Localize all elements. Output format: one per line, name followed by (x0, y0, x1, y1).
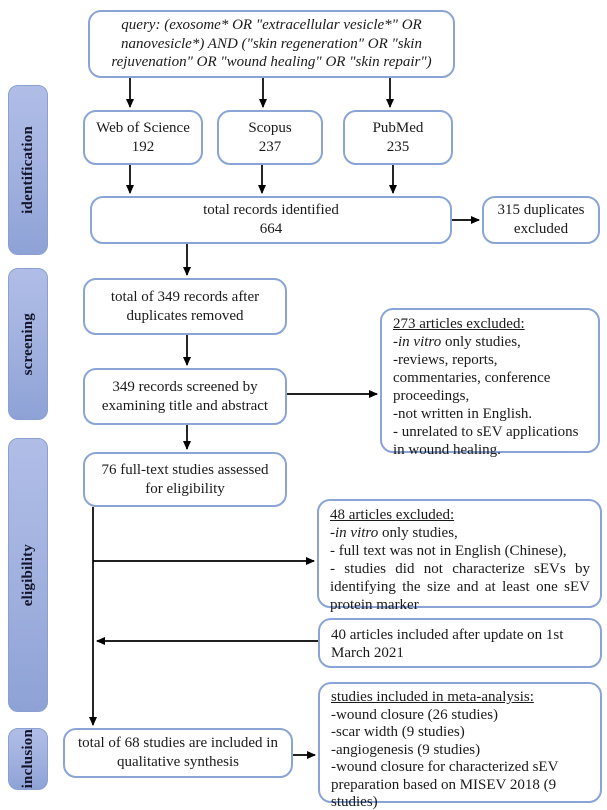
box-meta-analysis: studies included in meta-analysis: -woun… (318, 682, 602, 810)
box-update-included: 40 articles included after update on 1st… (318, 618, 602, 668)
excluded-48-line2: - full text was not in English (Chinese)… (330, 543, 567, 559)
box-pubmed: PubMed 235 (343, 110, 453, 165)
box-fulltext: 76 full-text studies assessed for eligib… (83, 452, 287, 507)
box-total-identified: total records identified 664 (90, 196, 452, 244)
box-excluded-273: 273 articles excluded: -in vitro only st… (380, 308, 600, 458)
stage-screening-label: screening (19, 312, 36, 376)
meta-analysis-item-4: -wound closure for characterized sEV pre… (331, 759, 559, 810)
box-after-duplicates: total of 349 records after duplicates re… (83, 278, 287, 335)
meta-analysis-heading: studies included in meta-analysis: (331, 689, 534, 705)
stage-eligibility-label: eligibility (19, 543, 36, 607)
box-duplicates-excluded: 315 duplicates excluded (482, 196, 600, 244)
excluded-273-heading: 273 articles excluded: (393, 316, 525, 332)
stage-inclusion-label: inclusion (19, 729, 36, 789)
update-included-text: 40 articles included after update on 1st… (331, 627, 564, 661)
pubmed-count: 235 (386, 138, 410, 155)
query-box: query: (exosome* OR "extracellular vesic… (88, 10, 455, 78)
box-excluded-48: 48 articles excluded: -in vitro only stu… (317, 499, 602, 613)
meta-analysis-item-2: -scar width (9 studies) (331, 724, 465, 741)
query-text: query: (exosome* OR "extracellular vesic… (111, 16, 432, 71)
excluded-273-line2: -reviews, reports, commentaries, confere… (393, 352, 551, 404)
excluded-48-heading: 48 articles excluded: (330, 507, 455, 523)
excluded-48-line3: - studies did not characterize sEVs by i… (330, 561, 590, 613)
stage-identification: identification (8, 85, 48, 255)
excluded-273-line1: -in vitro only studies, (393, 334, 521, 350)
fulltext-text: 76 full-text studies assessed for eligib… (101, 461, 269, 497)
excluded-48-line1: -in vitro only studies, (330, 525, 458, 541)
box-scopus: Scopus 237 (217, 110, 323, 165)
box-web-of-science: Web of Science 192 (83, 110, 203, 165)
stage-identification-label: identification (19, 126, 36, 214)
web-of-science-label: Web of Science (96, 119, 190, 136)
total-identified-text: total records identified (203, 202, 339, 219)
excluded-273-line4: - unrelated to sEV applications in wound… (393, 424, 579, 458)
meta-analysis-item-3: -angiogenesis (9 studies) (331, 741, 481, 758)
screened-text: 349 records screened by examining title … (101, 378, 269, 414)
box-screened: 349 records screened by examining title … (83, 368, 287, 425)
box-synthesis: total of 68 studies are included in qual… (63, 728, 293, 778)
pubmed-label: PubMed (372, 119, 424, 136)
after-duplicates-text: total of 349 records after duplicates re… (110, 288, 260, 324)
scopus-count: 237 (258, 138, 282, 155)
meta-analysis-item-1: -wound closure (26 studies) (331, 706, 499, 723)
excluded-273-line3: -not written in English. (393, 406, 533, 422)
web-of-science-count: 192 (131, 138, 155, 155)
stage-screening: screening (8, 268, 48, 420)
synthesis-text: total of 68 studies are included in qual… (78, 735, 278, 770)
stage-inclusion: inclusion (8, 728, 48, 790)
stage-eligibility: eligibility (8, 438, 48, 712)
total-identified-count: 664 (259, 221, 283, 237)
duplicates-excluded-text: 315 duplicates excluded (497, 202, 585, 237)
scopus-label: Scopus (248, 119, 292, 136)
